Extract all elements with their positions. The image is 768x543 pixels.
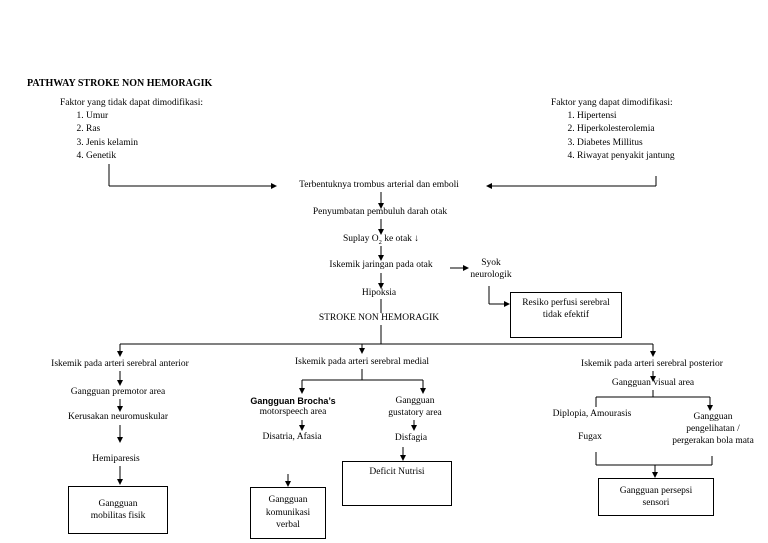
broca-node: Gangguan Brocha’s motorspeech area <box>250 396 335 419</box>
fugax-node: Fugax <box>578 432 602 442</box>
premotor-node: Gangguan premotor area <box>70 387 166 397</box>
vision-line-2: pengelihatan / <box>686 423 740 434</box>
ischemia-node: Iskemik jaringan pada otak <box>329 260 433 270</box>
mobility-box: Gangguan mobilitas fisik <box>68 486 168 534</box>
occlusion-node: Penyumbatan pembuluh darah otak <box>312 207 448 217</box>
non-modifiable-heading: Faktor yang tidak dapat dimodifikasi: <box>60 98 204 108</box>
stroke-node: STROKE NON HEMORAGIK <box>318 313 440 323</box>
medial-header: Iskemik pada arteri serebral medial <box>295 357 429 367</box>
o2-supply-prefix: Suplay O <box>342 234 379 244</box>
perfusion-risk-line-2: tidak efektif <box>542 310 590 321</box>
mobility-line-2: mobilitas fisik <box>90 511 146 521</box>
diplopia-node: Diplopia, Amourasis <box>552 409 632 419</box>
verbal-box: Gangguan komunikasi verbal <box>250 487 326 539</box>
dysphagia-node: Disfagia <box>394 433 428 443</box>
list-item: Umur <box>86 110 203 124</box>
neuromuscular-node: Kerusakan neuromuskular <box>68 412 168 422</box>
list-item: Riwayat penyakit jantung <box>577 150 675 164</box>
list-item: Hiperkolesterolemia <box>577 123 675 137</box>
hemiparesis-node: Hemiparesis <box>92 454 140 464</box>
broca-line-1: Gangguan Brocha’s <box>250 396 336 406</box>
vision-line-3: pergerakan bola mata <box>672 435 754 446</box>
sensory-line-2: sensori <box>642 498 670 508</box>
broca-line-2: motorspeech area <box>259 407 327 418</box>
list-item: Diabetes Millitus <box>577 137 675 151</box>
list-item: Jenis kelamin <box>86 137 203 151</box>
list-item: Ras <box>86 123 203 137</box>
thrombus-node: Terbentuknya trombus arterial dan emboli <box>299 180 459 190</box>
verbal-line-2: komunikasi <box>265 507 311 518</box>
sensory-line-1: Gangguan persepsi <box>619 485 693 496</box>
shock-line-2: neurologik <box>470 269 512 280</box>
non-modifiable-factors: Faktor yang tidak dapat dimodifikasi: Um… <box>60 98 203 164</box>
vision-line-1: Gangguan <box>693 412 733 422</box>
page-title: PATHWAY STROKE NON HEMORAGIK <box>27 78 213 89</box>
o2-supply-node: Suplay O2 ke otak ↓ <box>343 234 419 247</box>
list-item: Hipertensi <box>577 110 675 124</box>
shock-line-1: Syok <box>481 258 501 268</box>
perfusion-risk-box: Resiko perfusi serebral tidak efektif <box>510 292 622 338</box>
visual-area-node: Gangguan visual area <box>611 378 695 388</box>
gustatory-node: Gangguan gustatory area <box>388 396 442 420</box>
vision-node: Gangguan pengelihatan / pergerakan bola … <box>672 412 754 448</box>
sensory-box: Gangguan persepsi sensori <box>598 478 714 516</box>
hypoxia-node: Hipoksia <box>361 288 397 298</box>
gustatory-line-1: Gangguan <box>395 396 435 406</box>
nutrition-box: Deficit Nutrisi <box>342 461 452 506</box>
shock-node: Syok neurologik <box>470 258 511 282</box>
posterior-header: Iskemik pada arteri serebral posterior <box>581 359 723 369</box>
list-item: Genetik <box>86 150 203 164</box>
o2-supply-subscript: 2 <box>378 238 382 246</box>
modifiable-factors: Faktor yang dapat dimodifikasi: Hiperten… <box>551 98 675 164</box>
o2-supply-suffix: ke otak ↓ <box>381 234 420 244</box>
verbal-line-3: verbal <box>276 520 300 531</box>
verbal-line-1: Gangguan <box>268 495 308 506</box>
nutrition-label: Deficit Nutrisi <box>369 467 425 477</box>
anterior-header: Iskemik pada arteri serebral anterior <box>51 359 189 369</box>
gustatory-line-2: gustatory area <box>388 407 442 418</box>
perfusion-risk-line-1: Resiko perfusi serebral <box>522 298 610 308</box>
dysarthria-node: Disatria, Afasia <box>262 432 322 442</box>
mobility-line-1: Gangguan <box>98 498 138 509</box>
modifiable-heading: Faktor yang dapat dimodifikasi: <box>551 98 673 108</box>
